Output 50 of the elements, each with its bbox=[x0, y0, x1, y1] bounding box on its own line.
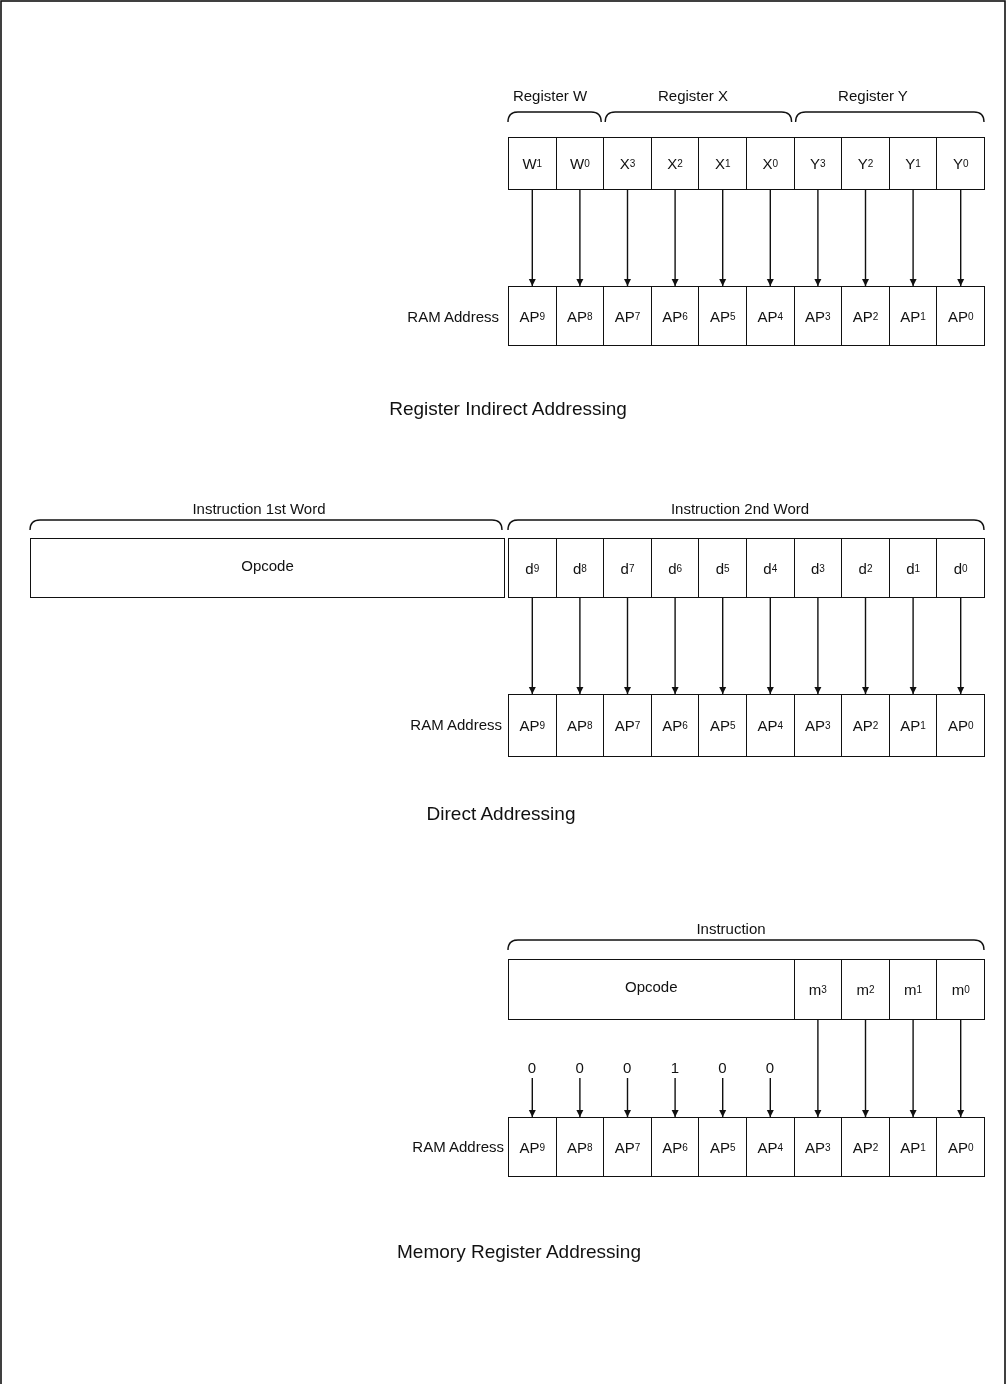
row-label: RAM Address bbox=[407, 308, 499, 325]
arrow bbox=[814, 597, 822, 695]
arrow bbox=[671, 1077, 679, 1118]
bit-value: 0 bbox=[569, 1056, 590, 1078]
bit-value: 0 bbox=[760, 1056, 780, 1078]
field-label: Instruction 2nd Word bbox=[670, 500, 810, 517]
arrow bbox=[766, 1077, 774, 1118]
row-label: RAM Address bbox=[412, 1138, 504, 1155]
opcode-field: Opcode bbox=[508, 959, 795, 1020]
arrow bbox=[862, 189, 869, 287]
arrow bbox=[862, 1019, 869, 1118]
section-title: Register Indirect Addressing bbox=[389, 398, 627, 420]
field-label: Instruction bbox=[696, 920, 766, 937]
bit-value: 1 bbox=[664, 1056, 685, 1078]
field-label: Register X bbox=[658, 87, 728, 104]
arrow bbox=[624, 189, 631, 287]
arrow bbox=[766, 189, 774, 287]
arrow bbox=[624, 1077, 631, 1118]
bit-value: 0 bbox=[617, 1056, 638, 1078]
arrow bbox=[814, 189, 822, 287]
section-title: Memory Register Addressing bbox=[397, 1241, 641, 1263]
arrow bbox=[909, 189, 917, 287]
arrow bbox=[576, 597, 584, 695]
arrow bbox=[528, 597, 536, 695]
arrow bbox=[957, 597, 965, 695]
arrow bbox=[957, 189, 965, 287]
arrow bbox=[624, 597, 631, 695]
arrow bbox=[719, 189, 727, 287]
arrow bbox=[671, 597, 679, 695]
arrow bbox=[719, 597, 727, 695]
section-title: Direct Addressing bbox=[426, 803, 576, 825]
arrow bbox=[957, 1019, 965, 1118]
arrow bbox=[528, 1077, 536, 1118]
arrow bbox=[909, 597, 917, 695]
arrow bbox=[528, 189, 536, 287]
row-label: RAM Address bbox=[410, 716, 502, 733]
field-label: Register W bbox=[512, 87, 588, 104]
arrow bbox=[719, 1077, 727, 1118]
bit-value: 0 bbox=[712, 1056, 733, 1078]
arrow bbox=[576, 189, 584, 287]
arrow bbox=[814, 1019, 822, 1118]
bit-value: 0 bbox=[522, 1056, 542, 1078]
arrow bbox=[671, 189, 679, 287]
arrow bbox=[862, 597, 869, 695]
arrow bbox=[576, 1077, 584, 1118]
arrow bbox=[909, 1019, 917, 1118]
arrow bbox=[766, 597, 774, 695]
field-label: Instruction 1st Word bbox=[192, 500, 326, 517]
opcode-field: Opcode bbox=[30, 538, 505, 598]
field-label: Register Y bbox=[838, 87, 908, 104]
